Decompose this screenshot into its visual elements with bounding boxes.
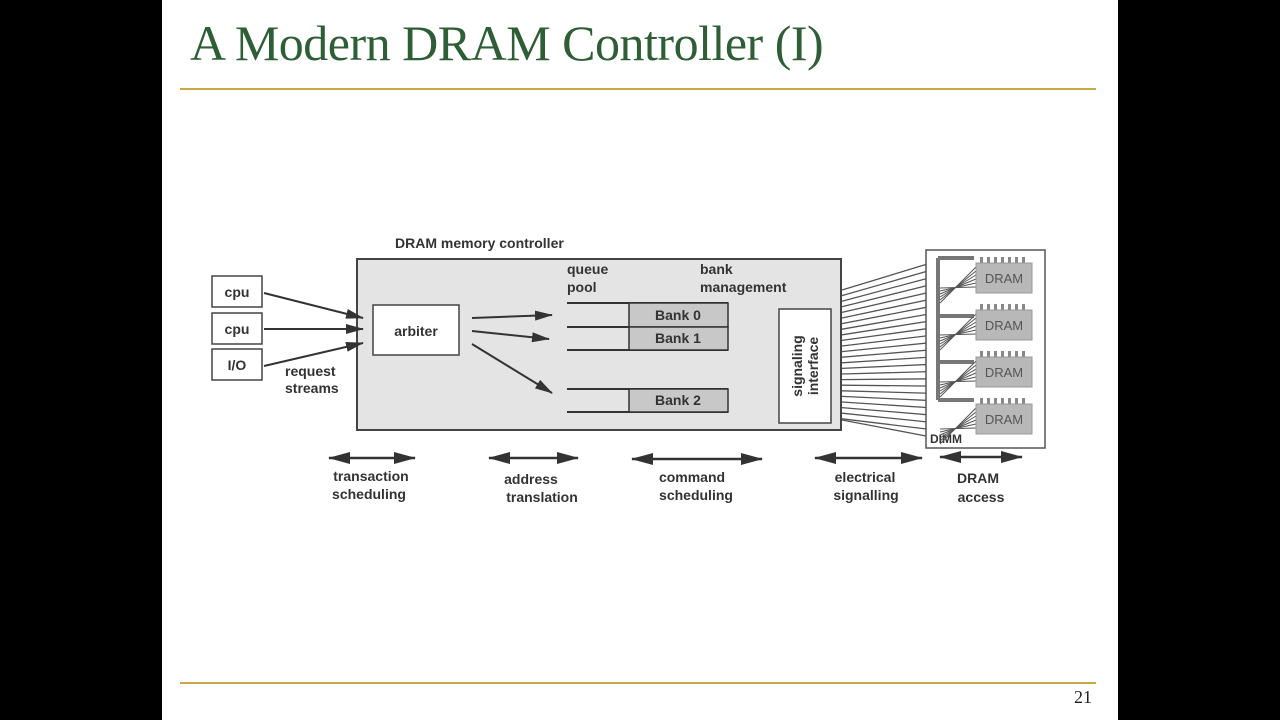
svg-text:Bank 0: Bank 0 <box>655 307 701 323</box>
dram-chip: DRAM <box>939 398 1033 445</box>
bus-wire <box>841 275 935 302</box>
bus-wire <box>841 378 935 381</box>
signaling-label-2: interface <box>805 337 821 396</box>
bus-wire <box>841 334 935 347</box>
bus-wire <box>841 312 935 330</box>
svg-text:I/O: I/O <box>228 357 247 373</box>
bus-wire <box>841 327 935 342</box>
svg-text:Bank 2: Bank 2 <box>655 392 701 408</box>
stage-label-command-2: scheduling <box>659 487 733 503</box>
bus-wires <box>841 261 935 437</box>
controller-label: DRAM memory controller <box>395 235 564 251</box>
bus-wire <box>841 412 935 424</box>
queue-label-1: queue <box>567 261 608 277</box>
slide: A Modern DRAM Controller (I) DRAM memory… <box>162 0 1118 720</box>
bus-wire <box>841 406 935 416</box>
bus-wire <box>841 418 935 431</box>
queue-label-2: pool <box>567 279 597 295</box>
dram-chip-label: DRAM <box>985 365 1023 380</box>
stage-label-address-1: address <box>504 471 558 487</box>
bus-wire <box>841 268 935 297</box>
bus-wire <box>841 419 927 437</box>
dram-controller-diagram: DRAM memory controller cpu cpu I/O reque… <box>211 235 1046 505</box>
bus-wire <box>841 283 935 308</box>
bus-wire <box>841 356 935 364</box>
stage-label-electrical-2: signalling <box>833 487 898 503</box>
arbiter-label: arbiter <box>394 323 438 339</box>
bus-wire <box>841 363 935 370</box>
bank-0: Bank 0 <box>628 302 729 328</box>
stage-label-address-2: translation <box>506 489 578 505</box>
bus-wire <box>841 341 935 353</box>
bus-wire <box>841 390 935 395</box>
stage-label-command-1: command <box>659 469 725 485</box>
page-number: 21 <box>1074 687 1092 707</box>
request-label-1: request <box>285 363 336 379</box>
dimm-label: DIMM <box>930 432 962 446</box>
bus-wire <box>841 395 935 402</box>
dram-chip-label: DRAM <box>985 412 1023 427</box>
footer-divider <box>180 682 1096 684</box>
bus-wire <box>841 297 935 319</box>
bus-wire <box>841 401 935 409</box>
bank-mgmt-label-2: management <box>700 279 787 295</box>
title-divider <box>180 88 1096 90</box>
request-label-2: streams <box>285 380 339 396</box>
svg-text:cpu: cpu <box>225 284 250 300</box>
bank-1: Bank 1 <box>628 326 729 351</box>
stage-label-dram-access-2: access <box>958 489 1005 505</box>
svg-text:cpu: cpu <box>225 321 250 337</box>
bus-wire <box>841 384 935 387</box>
stage-label-dram-access-1: DRAM <box>957 470 999 486</box>
bus-wire <box>841 319 935 336</box>
request-arrow-1 <box>263 292 364 319</box>
dram-chip: DRAM <box>939 257 1033 304</box>
stage-label-transaction-1: transaction <box>333 468 408 484</box>
dram-chip-label: DRAM <box>985 271 1023 286</box>
svg-text:Bank 1: Bank 1 <box>655 330 701 346</box>
bus-wire <box>841 305 935 325</box>
slide-title: A Modern DRAM Controller (I) <box>190 15 824 71</box>
queue-arrow-1 <box>471 310 553 321</box>
source-cpu-1: cpu <box>211 275 263 308</box>
source-io: I/O <box>211 348 263 381</box>
bank-2: Bank 2 <box>628 388 729 413</box>
dimm-bus <box>936 256 974 402</box>
signaling-label-1: signaling <box>789 335 805 396</box>
bus-wire <box>841 348 935 358</box>
arbiter-box <box>372 304 460 356</box>
bus-wire <box>841 290 935 314</box>
queue-arrow-3 <box>471 343 553 394</box>
queue-arrow-2 <box>471 330 550 343</box>
dram-chip-label: DRAM <box>985 318 1023 333</box>
source-cpu-2: cpu <box>211 312 263 345</box>
request-arrow-3 <box>263 341 364 367</box>
dram-chip: DRAM <box>939 304 1033 351</box>
bus-wire <box>841 261 935 291</box>
signaling-interface-box <box>778 308 832 424</box>
bus-wire <box>841 370 935 375</box>
bank-mgmt-label-1: bank <box>700 261 733 277</box>
dram-chip: DRAM <box>939 351 1033 398</box>
stage-label-transaction-2: scheduling <box>332 486 406 502</box>
stage-label-electrical-1: electrical <box>835 469 896 485</box>
